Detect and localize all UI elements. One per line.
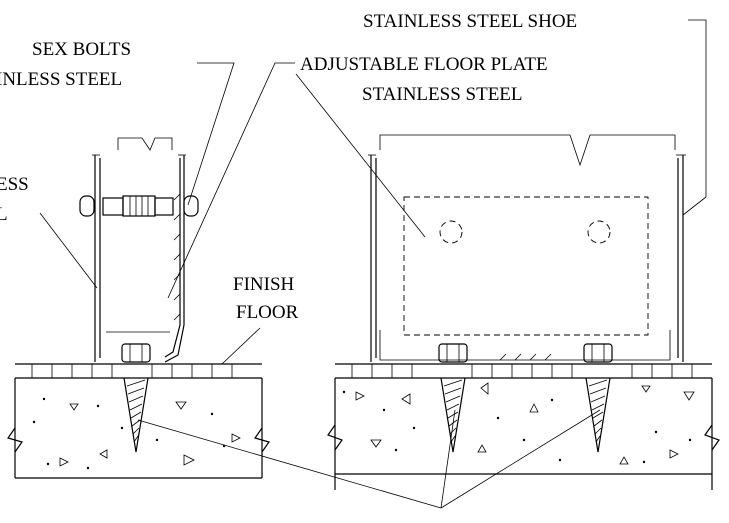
shoe-label: STAINLESS STEEL SHOE — [363, 11, 577, 32]
plate-label-line1: ADJUSTABLE FLOOR PLATE — [300, 54, 548, 75]
finish-floor-label-line1: FINISH — [233, 274, 295, 295]
left-section-detail — [7, 137, 270, 479]
right-section-detail — [327, 134, 720, 490]
bolts-label-line2: INLESS STEEL — [0, 69, 122, 90]
left-cut-label-line2: L — [0, 204, 8, 225]
plate-label-line2: STAINLESS STEEL — [362, 84, 523, 105]
left-cut-label-line1: ESS — [0, 174, 29, 195]
bolts-label-line1: SEX BOLTS — [32, 39, 131, 60]
leader-lines — [39, 19, 707, 509]
finish-floor-label-line2: FLOOR — [236, 302, 299, 323]
